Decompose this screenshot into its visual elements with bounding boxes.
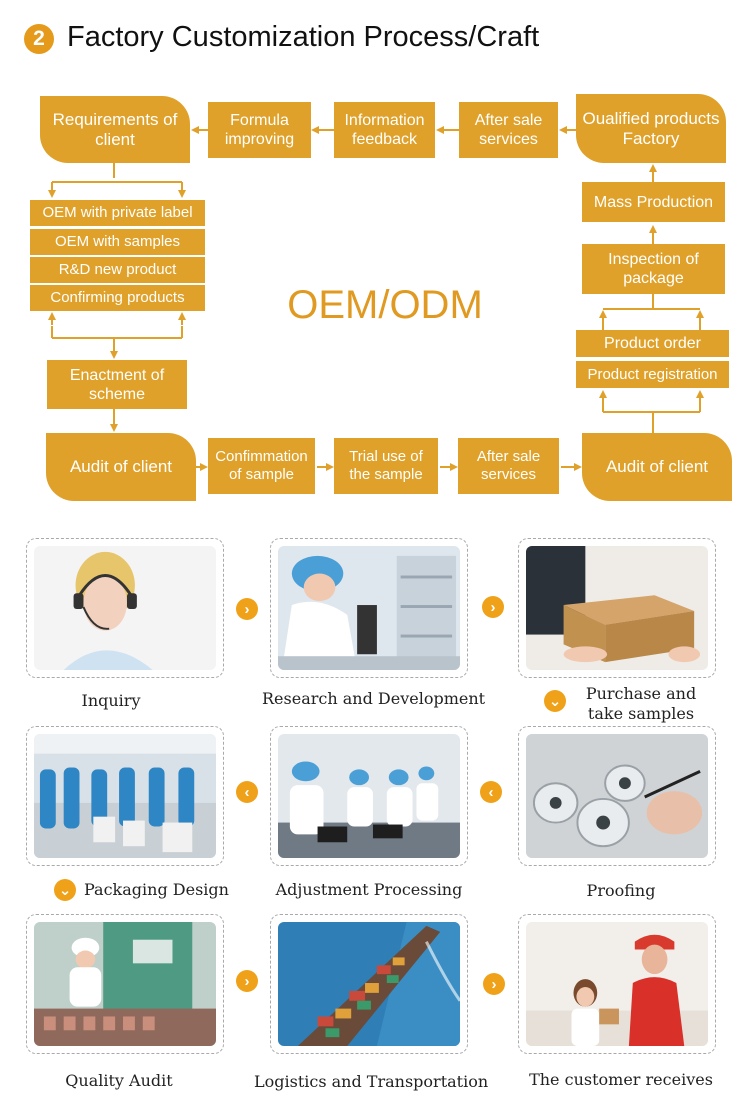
step-caption-inquiry: Inquiry [81, 691, 141, 710]
audit-of-client-right-box: Audit of client [582, 433, 732, 501]
trial-use-of-sample-box: Trial use of the sample [334, 438, 438, 494]
chevron-down-icon: ⌄ [544, 690, 566, 712]
requirements-of-client-box: Requirements of client [40, 96, 190, 163]
inquiry-photo-card [26, 538, 224, 678]
chevron-left-icon: ‹ [480, 781, 502, 803]
option-rd-new-product: R&D new product [30, 257, 205, 283]
step-caption-purchase: Purchase and take samples [585, 684, 697, 723]
purchase-photo-card [518, 538, 716, 678]
step-caption-quality-audit: Quality Audit [65, 1071, 173, 1090]
product-registration-box: Product registration [576, 361, 729, 388]
adjustment-photo [278, 734, 460, 858]
formula-improving-box: Formula improving [208, 102, 311, 158]
confirmation-of-sample-box: Confimmation of sample [208, 438, 315, 494]
enactment-of-scheme-box: Enactment of scheme [47, 360, 187, 409]
option-oem-private-label: OEM with private label [30, 200, 205, 226]
logistics-photo-card [270, 914, 468, 1054]
purchase-photo [526, 546, 708, 670]
chevron-left-icon: ‹ [236, 781, 258, 803]
qualified-products-factory-box: Oualified products Factory [576, 94, 726, 163]
research-photo [278, 546, 460, 670]
page-title: Factory Customization Process/Craft [67, 21, 540, 53]
product-order-box: Product order [576, 330, 729, 357]
step-number-badge: 2 [24, 24, 54, 54]
chevron-right-icon: › [482, 596, 504, 618]
chevron-right-icon: › [236, 970, 258, 992]
information-feedback-box: Information feedback [334, 102, 435, 158]
mass-production-box: Mass Production [582, 182, 725, 222]
audit-of-client-left-box: Audit of client [46, 433, 196, 501]
step-caption-customer-receives: The customer receives [529, 1070, 713, 1089]
customer-receives-photo [526, 922, 708, 1046]
proofing-photo [526, 734, 708, 858]
step-caption-proofing: Proofing [586, 881, 656, 900]
research-photo-card [270, 538, 468, 678]
chevron-right-icon: › [483, 973, 505, 995]
option-confirming-products: Confirming products [30, 285, 205, 311]
after-sale-services-bottom-box: After sale services [458, 438, 559, 494]
flow-connectors [48, 126, 704, 471]
packaging-photo-card [26, 726, 224, 866]
step-caption-adjustment: Adjustment Processing [275, 880, 463, 899]
packaging-photo [34, 734, 216, 858]
step-caption-logistics: Logistics and Transportation [254, 1072, 489, 1091]
oem-odm-label: OEM/ODM [287, 283, 483, 327]
step-caption-research: Research and Development [262, 689, 486, 708]
chevron-right-icon: › [236, 598, 258, 620]
proofing-photo-card [518, 726, 716, 866]
quality-audit-photo-card [26, 914, 224, 1054]
inquiry-photo [34, 546, 216, 670]
inspection-of-package-box: Inspection of package [582, 244, 725, 294]
step-caption-packaging: Packaging Design [84, 880, 229, 899]
option-oem-with-samples: OEM with samples [30, 229, 205, 255]
chevron-down-icon: ⌄ [54, 879, 76, 901]
adjustment-photo-card [270, 726, 468, 866]
after-sale-services-top-box: After sale services [459, 102, 558, 158]
customer-receives-photo-card [518, 914, 716, 1054]
logistics-photo [278, 922, 460, 1046]
quality-audit-photo [34, 922, 216, 1046]
